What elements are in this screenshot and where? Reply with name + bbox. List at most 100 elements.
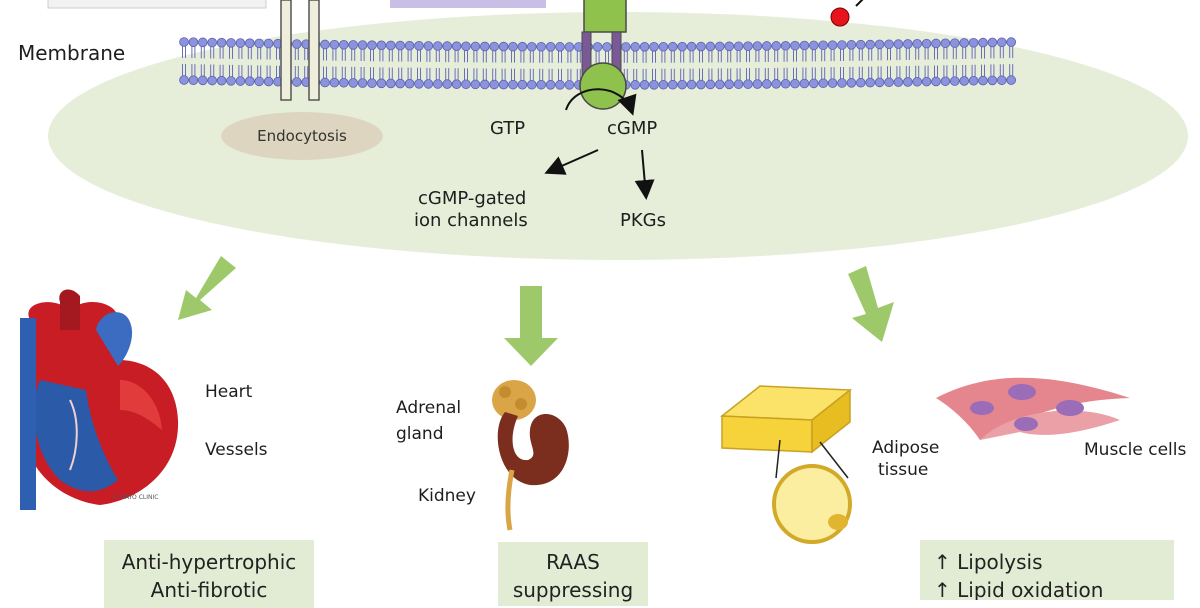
lipid-tail <box>990 46 995 77</box>
lipid-tail <box>379 49 384 80</box>
lipid-head <box>226 38 236 48</box>
lipid-head <box>564 42 575 52</box>
lipid-head <box>536 79 546 90</box>
lipid-tail <box>473 50 478 81</box>
lipid-head <box>489 79 500 90</box>
lipid-tail <box>454 50 459 81</box>
lipid-head <box>940 38 951 49</box>
lipid-head <box>188 75 199 85</box>
lipid-head <box>658 79 669 90</box>
lipid-head <box>338 39 349 50</box>
lipid-head <box>498 41 509 52</box>
lipid-head <box>912 38 922 49</box>
lipid-tail <box>520 50 525 81</box>
lipid-head <box>714 79 725 90</box>
lipid-head <box>827 78 838 88</box>
lipid-head <box>630 80 640 90</box>
lipid-head <box>536 41 546 52</box>
lipid-head <box>376 40 387 51</box>
lipid-tail <box>652 50 656 81</box>
lipid-head <box>470 79 481 90</box>
lipid-head <box>658 41 669 52</box>
lipid-head <box>404 40 415 51</box>
gtp-label: GTP <box>490 118 526 139</box>
lipid-head <box>677 79 687 90</box>
lipid-head <box>188 37 199 47</box>
lipid-head <box>686 41 697 52</box>
lipid-head <box>959 76 969 86</box>
lipid-tail <box>896 48 901 79</box>
ligand-arrow <box>855 0 864 7</box>
lipid-tail <box>351 48 356 79</box>
lipid-tail <box>642 50 647 81</box>
lipid-tail <box>661 50 666 81</box>
lipid-tail <box>370 49 374 80</box>
lipid-head <box>508 41 518 52</box>
lipid-tail <box>464 50 468 81</box>
lipid-head <box>489 41 500 52</box>
lipid-head <box>696 79 706 90</box>
lipid-head <box>395 40 406 51</box>
lipid-head <box>329 39 340 50</box>
lipid-tail <box>482 50 487 81</box>
lipid-tail <box>200 46 205 77</box>
lipid-tail <box>999 46 1004 77</box>
lipid-head <box>987 37 998 48</box>
adipose-effect-2: ↑ Lipid oxidation <box>934 578 1104 600</box>
lipid-tail <box>398 49 403 80</box>
lipid-head <box>367 78 377 88</box>
adipose-effect-1: ↑ Lipolysis <box>934 550 1043 574</box>
lipid-tail <box>445 50 450 81</box>
lipid-head <box>263 76 274 87</box>
lipid-tail <box>717 50 722 81</box>
lipid-head <box>855 77 866 88</box>
lipid-head <box>724 41 734 52</box>
lipid-tail <box>746 50 750 81</box>
top-left-box <box>47 0 267 9</box>
lipid-head <box>385 40 396 51</box>
lipid-head <box>667 79 678 90</box>
top-purple-box <box>390 0 546 8</box>
lipid-head <box>902 39 913 49</box>
lipid-head <box>893 77 904 87</box>
lipid-tail <box>915 47 920 78</box>
lipid-tail <box>849 48 854 79</box>
lipid-head <box>555 80 565 90</box>
lipid-head <box>902 77 913 87</box>
lipid-tail <box>689 50 694 81</box>
lipid-head <box>978 37 988 48</box>
lipid-head <box>705 41 716 52</box>
lipid-head <box>874 39 885 50</box>
lipid-head <box>526 79 537 90</box>
lipid-tail <box>247 47 252 78</box>
lipid-head <box>761 41 772 51</box>
lipid-tail <box>727 50 732 81</box>
lipid-tail <box>238 47 243 78</box>
gtp-to-cgmp-arrow <box>565 88 637 116</box>
lipid-head <box>771 79 781 89</box>
lipid-head <box>395 78 406 89</box>
lipid-tail <box>887 48 891 79</box>
lipid-head <box>198 75 208 86</box>
cgmp-to-pkg-arrow <box>634 149 655 200</box>
lipid-head <box>348 78 359 88</box>
lipid-head <box>432 79 443 89</box>
receptor-green-top <box>583 0 627 33</box>
lipid-head <box>235 38 246 48</box>
lipid-head <box>592 42 603 52</box>
lipid-head <box>705 79 716 90</box>
lipid-tail <box>821 49 826 80</box>
lipid-head <box>837 78 847 88</box>
lipid-head <box>733 79 744 90</box>
green-arrow-heart <box>178 256 236 320</box>
lipid-tail <box>323 48 327 79</box>
lipid-head <box>733 41 744 52</box>
lipid-tail <box>981 46 985 77</box>
lipid-head <box>461 41 471 52</box>
adipose-label-1: Adipose <box>872 438 940 458</box>
lipid-tail <box>633 50 638 81</box>
lipid-head <box>893 39 904 49</box>
green-arrow-kidney <box>504 286 558 366</box>
lipid-tail <box>802 49 807 80</box>
green-arrow-adipose <box>848 266 894 342</box>
